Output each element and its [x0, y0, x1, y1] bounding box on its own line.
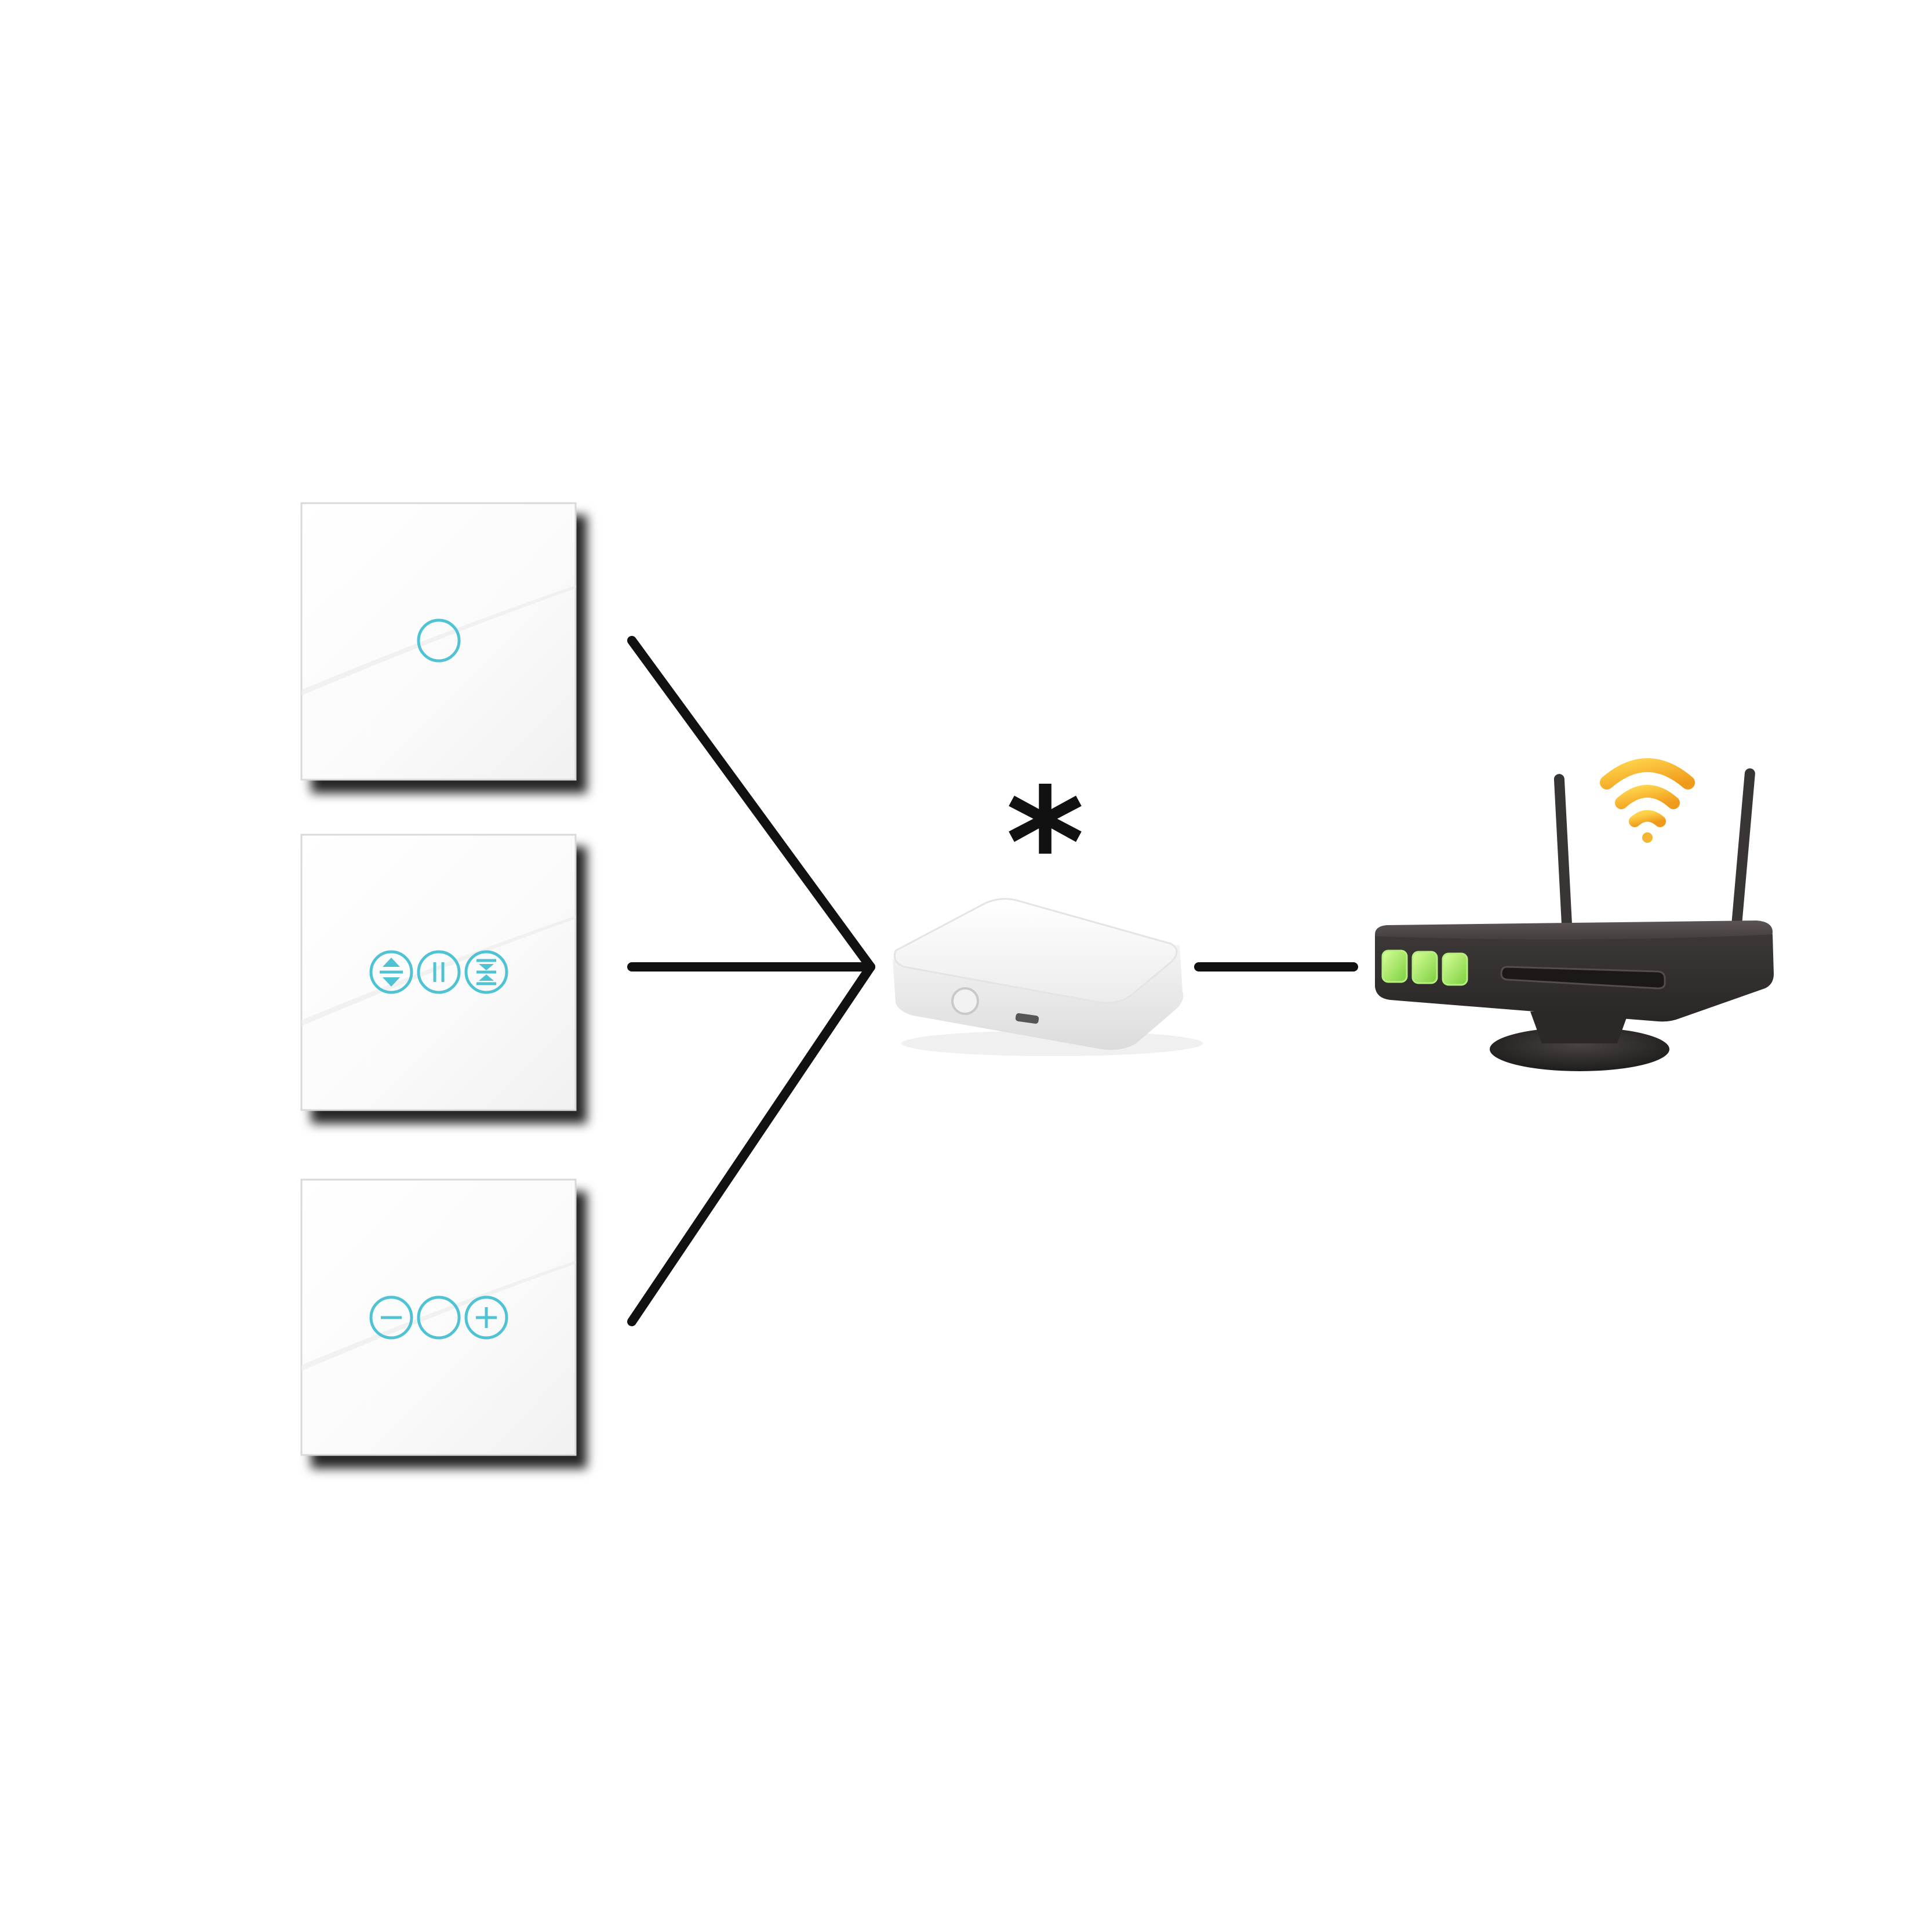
switch-panel — [300, 834, 577, 1111]
hub-top — [893, 898, 1178, 1004]
curtain-open-pause-close-icon[interactable] — [369, 950, 508, 994]
router-stand-base — [1490, 1027, 1669, 1071]
curtain-pause-button-icon[interactable] — [417, 950, 461, 994]
router-led-3 — [1442, 952, 1468, 986]
edge-dimmer-switch-to-hub — [627, 962, 875, 1326]
dimmer-toggle-button-icon[interactable] — [417, 1296, 461, 1340]
router-slot — [1500, 966, 1666, 989]
hub-usb-port — [1015, 1013, 1039, 1024]
wifi-router-icon — [1375, 758, 1774, 1071]
panel-glare — [301, 916, 576, 1026]
edge-single-switch-to-hub — [627, 636, 875, 972]
single-circle-button-icon[interactable] — [417, 618, 461, 663]
switch-dimmer — [300, 1178, 577, 1456]
panel-glare — [301, 585, 576, 696]
curtain-open-button-icon[interactable] — [369, 950, 413, 994]
hub-pair-button[interactable] — [951, 987, 979, 1015]
router-antenna-right — [1731, 768, 1755, 936]
gateway-hub-icon — [893, 898, 1203, 1056]
curtain-close-button-icon[interactable] — [464, 950, 508, 994]
switch-panel — [300, 502, 577, 781]
connections — [627, 636, 1358, 1326]
dimmer-minus-circle-plus-icon[interactable] — [369, 1296, 508, 1340]
switch-panel — [300, 1178, 577, 1456]
router-led-2 — [1411, 951, 1438, 984]
dimmer-plus-button-icon[interactable] — [464, 1296, 508, 1340]
switch-single — [300, 502, 577, 781]
router-led-1 — [1381, 949, 1408, 983]
wifi-signal-icon — [1600, 758, 1695, 843]
router-antenna-left — [1553, 774, 1573, 942]
dimmer-minus-button-icon[interactable] — [369, 1296, 413, 1340]
panel-glare — [301, 1261, 576, 1371]
switch-curtain — [300, 834, 577, 1111]
router-stand-neck — [1530, 1012, 1629, 1043]
